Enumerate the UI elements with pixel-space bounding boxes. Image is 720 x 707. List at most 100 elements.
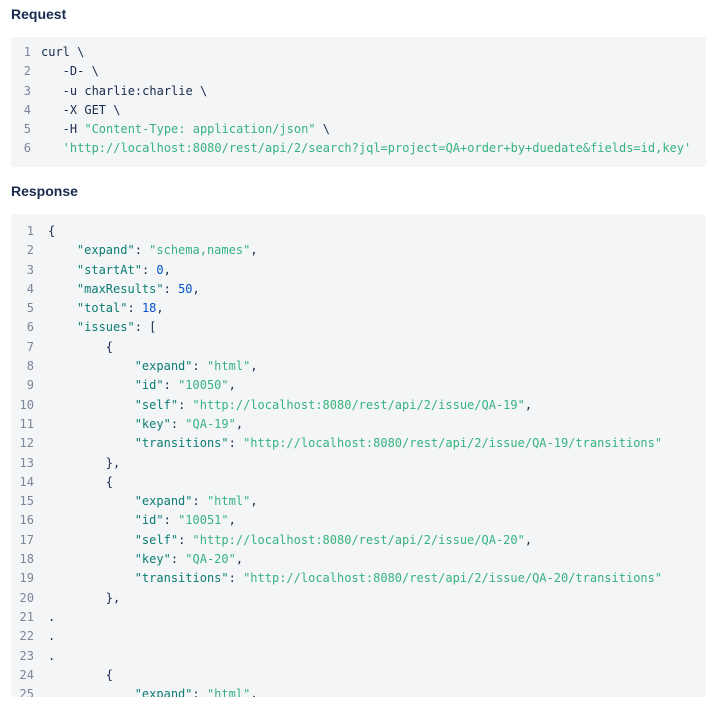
code-token xyxy=(48,687,135,697)
code-token: : xyxy=(228,571,244,586)
code-token: : xyxy=(192,494,207,509)
code-token xyxy=(48,378,135,392)
code-token: , xyxy=(235,416,244,431)
code-line: 16 "id": "10051", xyxy=(11,511,706,530)
line-number: 22 xyxy=(19,629,34,644)
code-token xyxy=(48,552,135,566)
code-line: 6 "issues": [ xyxy=(11,318,706,337)
code-token: "Content-Type: application/json" xyxy=(84,122,316,137)
code-token xyxy=(48,263,77,277)
code-text: "self": "http://localhost:8080/rest/api/… xyxy=(34,396,706,415)
code-text: "key": "QA-20", xyxy=(34,550,706,569)
code-line: 21. xyxy=(11,608,706,627)
code-token: -H xyxy=(41,122,85,137)
code-token: "http://localhost:8080/rest/api/2/issue/… xyxy=(243,436,663,451)
line-number: 18 xyxy=(19,552,34,567)
code-token: { xyxy=(48,339,114,354)
code-text: curl \ xyxy=(31,43,706,62)
code-token xyxy=(48,513,135,527)
code-token: -X GET \ xyxy=(41,102,121,117)
code-line: 18 "key": "QA-20", xyxy=(11,550,706,569)
code-line: 22. xyxy=(11,627,706,646)
code-text: "expand": "html", xyxy=(34,357,706,376)
line-number: 4 xyxy=(26,281,34,296)
code-token: 0 xyxy=(156,262,164,277)
line-number: 11 xyxy=(19,416,34,431)
code-token: "transitions" xyxy=(134,436,229,451)
code-text: { xyxy=(34,222,706,241)
line-number: 1 xyxy=(23,45,31,59)
code-token: : xyxy=(134,243,150,258)
code-token: : xyxy=(178,397,193,412)
code-line: 10 "self": "http://localhost:8080/rest/a… xyxy=(11,396,706,415)
line-number: 7 xyxy=(26,339,34,354)
code-line: 5 "total": 18, xyxy=(11,299,706,318)
code-token: "issues" xyxy=(76,320,135,335)
line-number: 24 xyxy=(19,667,34,682)
code-text: "key": "QA-19", xyxy=(34,415,706,434)
code-token xyxy=(48,282,77,296)
code-text: "transitions": "http://localhost:8080/re… xyxy=(34,434,706,453)
code-token: { xyxy=(48,474,114,489)
code-line: 11 "key": "QA-19", xyxy=(11,415,706,434)
code-token: , xyxy=(524,397,533,412)
code-token: , xyxy=(250,359,258,374)
code-token: . xyxy=(48,609,56,624)
code-text: . xyxy=(34,647,706,666)
code-token: , xyxy=(235,552,244,567)
code-token: "startAt" xyxy=(76,262,142,277)
code-token: "id" xyxy=(134,513,164,528)
code-token: "html" xyxy=(206,687,251,697)
code-token: "expand" xyxy=(134,494,193,509)
line-number: 16 xyxy=(19,513,34,528)
code-text: }, xyxy=(34,589,706,608)
code-text: "id": "10051", xyxy=(34,511,706,530)
code-token xyxy=(48,533,135,547)
code-token: "key" xyxy=(134,416,171,431)
code-line: 14 { xyxy=(11,473,706,492)
code-line: 20 }, xyxy=(11,589,706,608)
code-token: : xyxy=(178,532,193,547)
code-text: { xyxy=(34,666,706,685)
code-text: "self": "http://localhost:8080/rest/api/… xyxy=(34,531,706,550)
code-token: , xyxy=(250,687,258,697)
code-token xyxy=(48,301,77,315)
code-text: "expand": "html", xyxy=(34,685,706,697)
response-code-block[interactable]: 1{2 "expand": "schema,names",3 "startAt"… xyxy=(11,214,706,697)
line-number: 10 xyxy=(19,397,34,412)
code-line: 5 -H "Content-Type: application/json" \ xyxy=(11,120,706,139)
line-number: 12 xyxy=(19,436,34,451)
line-number: 2 xyxy=(23,64,31,79)
code-token: "html" xyxy=(206,494,251,509)
code-token: "10051" xyxy=(178,513,229,528)
code-line: 2 -D- \ xyxy=(11,62,706,81)
code-token: : xyxy=(163,378,179,393)
code-text: "startAt": 0, xyxy=(34,261,706,280)
code-line: 7 { xyxy=(11,338,706,357)
code-text: "transitions": "http://localhost:8080/re… xyxy=(34,569,706,588)
code-line: 1{ xyxy=(11,222,706,241)
code-token: , xyxy=(156,301,164,316)
line-number: 1 xyxy=(26,224,34,238)
line-number: 17 xyxy=(19,532,34,547)
code-token: "expand" xyxy=(76,243,135,258)
code-text: { xyxy=(34,338,706,357)
line-number: 8 xyxy=(26,359,34,374)
code-token: "id" xyxy=(134,378,164,393)
code-token xyxy=(48,359,135,373)
code-token: curl \ xyxy=(41,45,85,59)
code-token: , xyxy=(192,281,200,296)
code-token: -D- \ xyxy=(41,64,99,79)
code-text: "maxResults": 50, xyxy=(34,280,706,299)
code-text: "id": "10050", xyxy=(34,376,706,395)
code-text: { xyxy=(34,473,706,492)
code-line: 1 curl \ xyxy=(11,43,706,62)
code-text: -D- \ xyxy=(31,62,706,81)
line-number: 14 xyxy=(19,474,34,489)
code-token: "http://localhost:8080/rest/api/2/issue/… xyxy=(192,532,525,547)
code-token: 50 xyxy=(178,281,193,296)
line-number: 15 xyxy=(19,494,34,509)
line-number: 25 xyxy=(19,687,34,697)
code-token: : xyxy=(163,281,179,296)
